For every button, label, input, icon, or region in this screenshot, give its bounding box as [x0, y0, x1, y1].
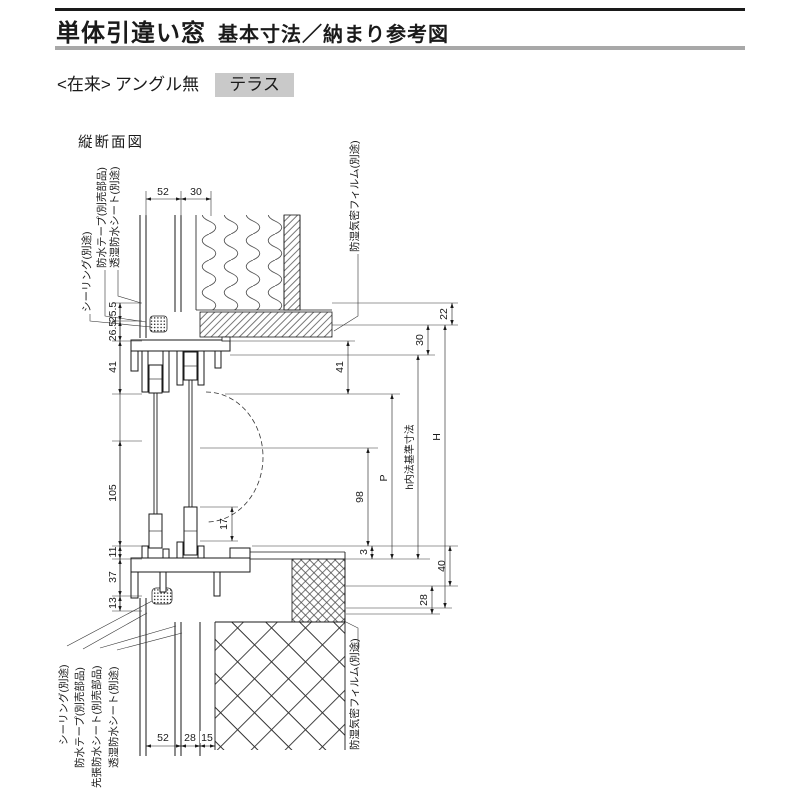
dim-right-9: 40: [436, 560, 448, 572]
clearance-arc: [205, 391, 264, 523]
insulation-hatch: [196, 215, 284, 310]
dim-right-1: 30: [414, 334, 426, 346]
dim-left-0: 25.5: [107, 302, 119, 323]
view-label: 縦断面図: [78, 135, 144, 151]
label-backplates: [154, 731, 214, 743]
dim-left-2: 41: [107, 361, 119, 373]
dim-bottom-1: 28: [184, 732, 196, 744]
callout-waterproof-tape-top: 防水テープ(別売部品): [95, 167, 108, 268]
foundation-hatch: [215, 622, 345, 750]
subtitle-row: <在来>アングル無テラス: [57, 70, 294, 97]
dim-left-5: 37: [107, 571, 119, 583]
callout-waterproof-tape-bottom: 防水テープ(別売部品): [73, 667, 86, 768]
callout-sealing-bottom: シーリング(別途): [57, 665, 70, 746]
title-underline: [55, 46, 745, 50]
dim-right-0: 22: [438, 308, 450, 320]
dim-left-6: 13: [107, 597, 119, 609]
callout-pre-applied-sheet-bottom: 先張防水シート(別売部品): [90, 666, 103, 789]
callout-vapor-film-bottom: 防湿気密フィルム(別途): [348, 638, 361, 750]
sealant-top: [149, 315, 168, 333]
callout-breathable-sheet-bottom: 透湿防水シート(別途): [107, 667, 120, 769]
dimension-labels: 52 30 25.5 26.5 41 105 11 37 13 22 30 41…: [107, 186, 450, 744]
callout-labels: シーリング(別途) 防水テープ(別売部品) 透湿防水シート(別途) 防湿気密フィ…: [57, 140, 361, 788]
dim-top-1: 30: [190, 186, 202, 198]
dim-left-4: 11: [107, 546, 119, 557]
title-sub: 基本寸法／納まり参考図: [218, 24, 449, 46]
construction-type: <在来>: [57, 75, 111, 94]
dim-right-7: 17: [218, 518, 230, 530]
head-assembly: [149, 214, 333, 338]
dim-left-1: 26.5: [107, 321, 119, 342]
dimension-lines: [118, 197, 454, 748]
page-title: 単体引違い窓基本寸法／納まり参考図: [56, 13, 449, 48]
dim-right-4: h内法基準寸法: [403, 424, 416, 490]
angle-label: アングル無: [114, 75, 200, 94]
dim-right-8: 3: [358, 549, 370, 555]
dim-right-10: 28: [418, 594, 430, 606]
dim-right-2: 41: [334, 361, 346, 373]
dim-bottom-2: 15: [201, 732, 213, 744]
head-trim-hatch: [199, 311, 333, 338]
dim-left-3: 105: [107, 484, 119, 502]
callout-breathable-sheet-top: 透湿防水シート(別途): [108, 167, 121, 269]
dim-right-5: P: [378, 474, 390, 481]
witness-lines: [112, 191, 458, 615]
structure-lines: [130, 215, 346, 756]
leader-lines: [66, 254, 359, 651]
type-badge: テラス: [215, 73, 294, 97]
top-rule: [55, 8, 745, 11]
dim-right-3: H: [431, 433, 443, 441]
floor-base-crosshatch: [291, 558, 346, 623]
title-main: 単体引違い窓: [56, 20, 206, 47]
interior-board-hatch: [283, 214, 301, 311]
callout-sealing-top: シーリング(別途): [80, 232, 93, 313]
dim-right-6: 98: [354, 491, 366, 503]
dim-bottom-0: 52: [157, 732, 169, 744]
sill-and-foundation: [151, 558, 346, 750]
callout-vapor-film-top: 防湿気密フィルム(別途): [348, 140, 361, 252]
dim-top-0: 52: [157, 186, 169, 198]
